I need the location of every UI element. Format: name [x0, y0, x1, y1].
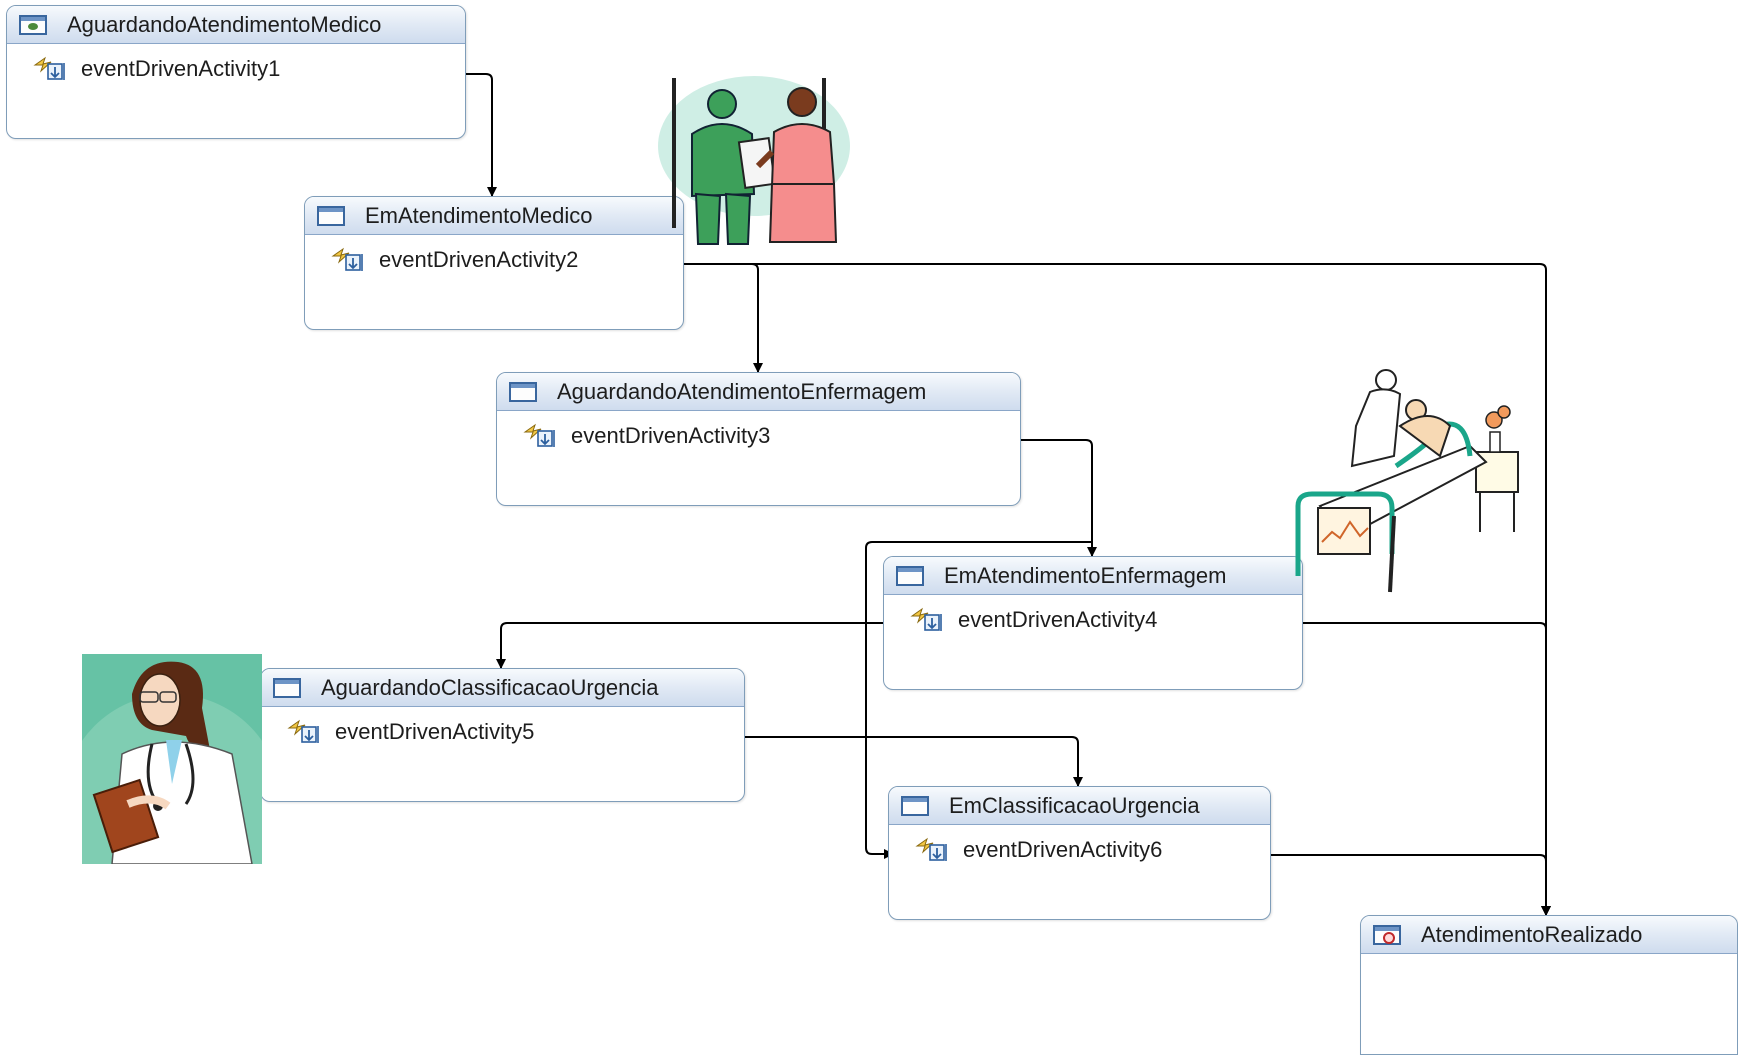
state-header[interactable]: EmAtendimentoMedico — [305, 197, 683, 235]
activity-label: eventDrivenActivity3 — [571, 423, 771, 448]
state-atendimento-realizado[interactable]: AtendimentoRealizado — [1360, 915, 1738, 1055]
event-driven-activity[interactable]: eventDrivenActivity5 — [285, 717, 534, 747]
state-title: EmAtendimentoEnfermagem — [944, 562, 1227, 588]
activity-label: eventDrivenActivity5 — [335, 719, 535, 744]
event-driven-activity-icon — [331, 247, 363, 271]
state-title: AguardandoAtendimentoMedico — [67, 11, 382, 37]
event-driven-activity[interactable]: eventDrivenActivity4 — [908, 605, 1157, 635]
transition-1-to-em-atendimento-medico — [357, 73, 497, 197]
activity-label: eventDrivenActivity1 — [81, 56, 281, 81]
state-title: AguardandoClassificacaoUrgencia — [321, 674, 659, 700]
state-title: EmAtendimentoMedico — [365, 202, 593, 228]
transition-6-to-em-enfermagem — [865, 541, 1092, 859]
state-aguardando-classificacao-urgencia[interactable]: AguardandoClassificacaoUrgencia eventDri… — [260, 668, 745, 802]
event-driven-activity-icon — [33, 56, 65, 80]
activity-label: eventDrivenActivity4 — [958, 607, 1158, 632]
state-header[interactable]: EmClassificacaoUrgencia — [889, 787, 1270, 825]
state-header[interactable]: AtendimentoRealizado — [1361, 916, 1737, 954]
state-aguardando-atendimento-medico[interactable]: AguardandoAtendimentoMedico eventDrivenA… — [6, 5, 466, 139]
state-icon — [901, 795, 929, 816]
event-driven-activity[interactable]: eventDrivenActivity1 — [31, 54, 280, 84]
activity-label: eventDrivenActivity6 — [963, 837, 1163, 862]
transition-2-to-atendimento-realizado — [655, 263, 1551, 916]
state-title: AguardandoAtendimentoEnfermagem — [557, 378, 927, 404]
transition-6-to-atendimento-realizado — [1238, 854, 1551, 916]
state-icon — [273, 677, 301, 698]
transition-3-to-em-enfermagem — [846, 439, 1097, 557]
transition-4-to-aguardando-classificacao — [496, 622, 888, 669]
event-driven-activity[interactable]: eventDrivenActivity3 — [521, 421, 770, 451]
patient-in-bed-clipart — [1295, 369, 1519, 593]
state-icon — [317, 205, 345, 226]
final-state-icon — [1373, 924, 1401, 945]
state-header[interactable]: AguardandoAtendimentoEnfermagem — [497, 373, 1020, 411]
event-driven-activity-icon — [287, 719, 319, 743]
state-aguardando-atendimento-enfermagem[interactable]: AguardandoAtendimentoEnfermagem eventDri… — [496, 372, 1021, 506]
state-header[interactable]: EmAtendimentoEnfermagem — [884, 557, 1302, 595]
initial-state-icon — [19, 14, 47, 35]
transition-4-to-atendimento-realizado — [1233, 622, 1551, 916]
transition-5-to-em-classificacao — [609, 736, 1083, 787]
state-header[interactable]: AguardandoAtendimentoMedico — [7, 6, 465, 44]
state-em-classificacao-urgencia[interactable]: EmClassificacaoUrgencia eventDrivenActiv… — [888, 786, 1271, 920]
event-driven-activity-icon — [523, 423, 555, 447]
state-title: AtendimentoRealizado — [1421, 921, 1643, 947]
event-driven-activity-icon — [915, 837, 947, 861]
state-header[interactable]: AguardandoClassificacaoUrgencia — [261, 669, 744, 707]
state-icon — [896, 565, 924, 586]
female-doctor-clipart — [82, 654, 262, 864]
state-title: EmClassificacaoUrgencia — [949, 792, 1200, 818]
doctor-and-nurse-clipart — [658, 76, 850, 245]
activity-label: eventDrivenActivity2 — [379, 247, 579, 272]
event-driven-activity-icon — [910, 607, 942, 631]
event-driven-activity[interactable]: eventDrivenActivity6 — [913, 835, 1162, 865]
state-icon — [509, 381, 537, 402]
state-em-atendimento-medico[interactable]: EmAtendimentoMedico eventDrivenActivity2 — [304, 196, 684, 330]
event-driven-activity[interactable]: eventDrivenActivity2 — [329, 245, 578, 275]
state-em-atendimento-enfermagem[interactable]: EmAtendimentoEnfermagem eventDrivenActiv… — [883, 556, 1303, 690]
